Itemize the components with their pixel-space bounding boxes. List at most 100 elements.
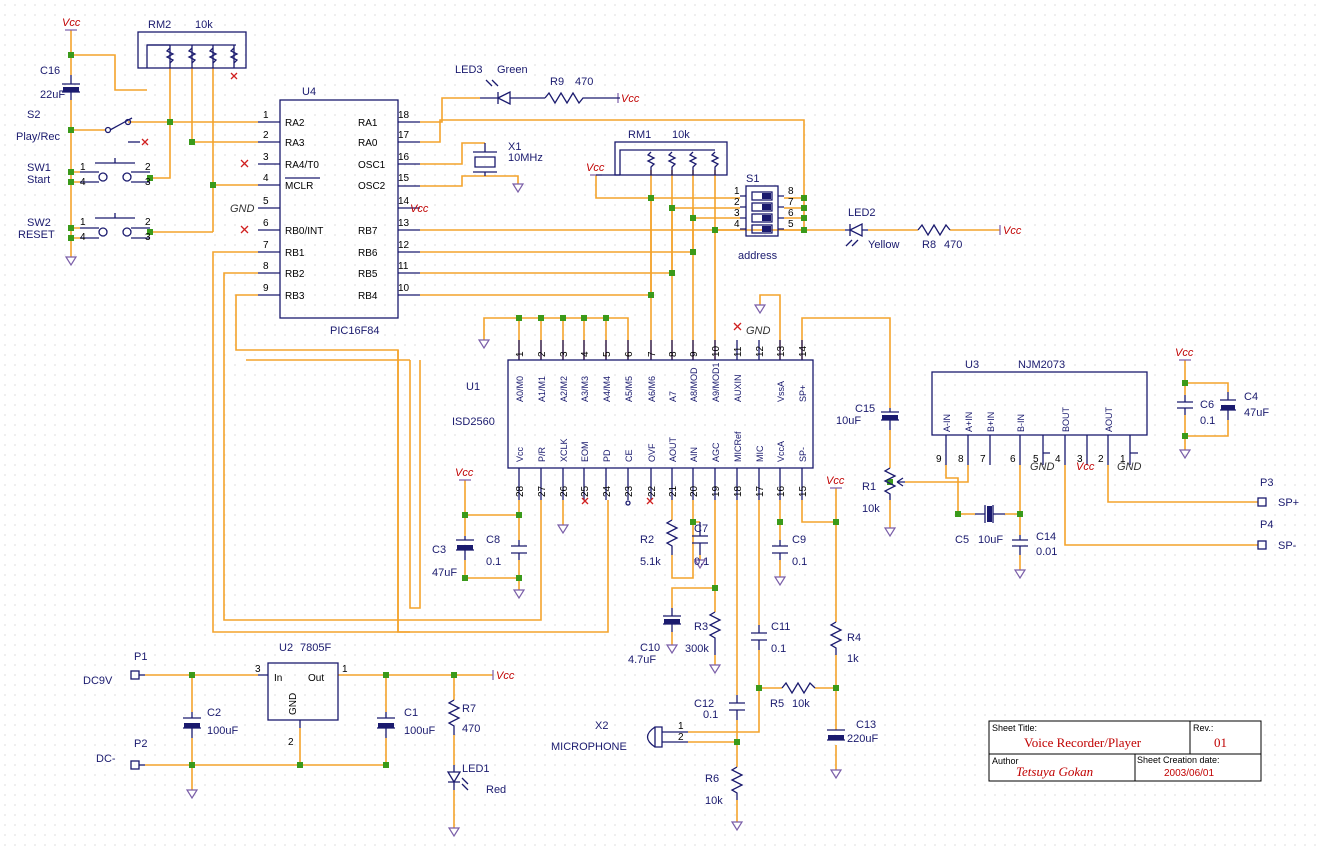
u1-pin-name: P/R bbox=[537, 446, 547, 462]
u3-pin-number: 4 bbox=[1055, 454, 1061, 465]
u4-pin-number: 10 bbox=[398, 283, 410, 294]
title-block: Sheet Title: Voice Recorder/Player Rev.:… bbox=[988, 720, 1262, 782]
sheet-title: Voice Recorder/Player bbox=[1024, 735, 1142, 750]
u4-pin-name: RB3 bbox=[285, 291, 305, 302]
c16-value: 22uF bbox=[40, 89, 65, 101]
p2-connector: P2 DC- bbox=[96, 738, 147, 770]
x2-value: MICROPHONE bbox=[551, 741, 627, 753]
u4-pin-name: RB6 bbox=[358, 248, 378, 259]
u4-pin-number: 12 bbox=[398, 240, 410, 251]
vcc-label: Vcc bbox=[826, 475, 845, 487]
u3-pin-number: 5 bbox=[1033, 454, 1039, 465]
u3-pin-number: 2 bbox=[1098, 454, 1104, 465]
r3-resistor: R3 300k bbox=[685, 611, 722, 655]
r2-value: 5.1k bbox=[640, 556, 661, 568]
u2-regulator: 3 1 2 In Out GND U2 7805F bbox=[255, 642, 348, 748]
u3-ref: U3 bbox=[965, 359, 979, 371]
c12-value: 0.1 bbox=[703, 709, 718, 721]
rm1-value: 10k bbox=[672, 129, 690, 141]
u4-pin-name: RB1 bbox=[285, 248, 305, 259]
u3-pin-number: 3 bbox=[1077, 454, 1083, 465]
svg-text:1: 1 bbox=[342, 664, 348, 675]
led3-ref: LED3 bbox=[455, 64, 483, 76]
c3-capacitor: C3 47uF bbox=[432, 536, 474, 579]
u1-pin-name: A8/MOD bbox=[689, 367, 699, 402]
svg-text:6: 6 bbox=[788, 208, 794, 219]
svg-text:2: 2 bbox=[288, 737, 294, 748]
u1-value: ISD2560 bbox=[452, 416, 495, 428]
u1-pin-number: 28 bbox=[515, 485, 526, 497]
u1-pin-name: OVF bbox=[647, 443, 657, 462]
c9-value: 0.1 bbox=[792, 556, 807, 568]
vcc-label: Vcc bbox=[62, 17, 81, 29]
u4-pin-name: MCLR bbox=[285, 181, 313, 192]
u4-pin-name: RB2 bbox=[285, 269, 305, 280]
sw2-ref: SW2 bbox=[27, 217, 51, 229]
u4-pin-number: 16 bbox=[398, 152, 410, 163]
led2-yellow: LED2 Yellow bbox=[845, 207, 899, 251]
c3-ref: C3 bbox=[432, 544, 446, 556]
c4-ref: C4 bbox=[1244, 391, 1258, 403]
svg-text:8: 8 bbox=[788, 186, 794, 197]
r3-ref: R3 bbox=[694, 621, 708, 633]
u4-pin-name: OSC2 bbox=[358, 181, 386, 192]
u3-pin-name: BOUT bbox=[1061, 406, 1071, 432]
c5-ref: C5 bbox=[955, 534, 969, 546]
u3-pin-number: 8 bbox=[958, 454, 964, 465]
c11-value: 0.1 bbox=[771, 643, 786, 655]
svg-text:1: 1 bbox=[80, 162, 86, 173]
c15-value: 10uF bbox=[836, 415, 861, 427]
svg-text:4: 4 bbox=[80, 177, 86, 188]
u3-pin-name: B-IN bbox=[1016, 414, 1026, 432]
u1-pin-name: A0/M0 bbox=[515, 376, 525, 402]
r9-resistor: R9 470 bbox=[544, 76, 620, 105]
c7-value: 0.1 bbox=[694, 556, 709, 568]
c8-value: 0.1 bbox=[486, 556, 501, 568]
svg-text:2: 2 bbox=[145, 217, 151, 228]
u4-pic16f84: GND Vcc U4 PIC16F84 1RA22RA33RA4/T04MCLR… bbox=[230, 86, 429, 337]
u1-pin-name: A6/M6 bbox=[647, 376, 657, 402]
c9-ref: C9 bbox=[792, 534, 806, 546]
r8-value: 470 bbox=[944, 239, 962, 251]
rev-value: 01 bbox=[1214, 735, 1227, 750]
r7-ref: R7 bbox=[462, 703, 476, 715]
u3-pin-number: 7 bbox=[980, 454, 986, 465]
r4-ref: R4 bbox=[847, 632, 861, 644]
u3-pin-number: 1 bbox=[1120, 454, 1126, 465]
rm2-resistor-network: RM2 10k bbox=[137, 19, 247, 80]
p4-value: SP- bbox=[1278, 540, 1297, 552]
u1-pin-number: 19 bbox=[711, 485, 722, 497]
u1-pin-number: 13 bbox=[776, 345, 787, 357]
u1-pin-name: A3/M3 bbox=[580, 376, 590, 402]
sheet-title-label: Sheet Title: bbox=[992, 723, 1037, 733]
vcc-label: Vcc bbox=[410, 203, 429, 215]
u1-pin-number: 24 bbox=[602, 485, 613, 497]
x2-microphone: 12 X2 MICROPHONE bbox=[551, 720, 688, 753]
u1-pin-number: 26 bbox=[559, 485, 570, 497]
u1-pin-number: 8 bbox=[668, 351, 679, 357]
x1-value: 10MHz bbox=[508, 152, 543, 164]
u1-pin-name: AUXIN bbox=[733, 374, 743, 402]
led1-red: LED1 Red bbox=[446, 763, 506, 796]
u4-pin-number: 11 bbox=[398, 261, 409, 272]
svg-text:1: 1 bbox=[678, 721, 684, 732]
r9-value: 470 bbox=[575, 76, 593, 88]
u1-pin-number: 20 bbox=[689, 485, 700, 497]
u2-ref: U2 bbox=[279, 642, 293, 654]
junctions bbox=[68, 52, 1188, 768]
u4-ref: U4 bbox=[302, 86, 316, 98]
u1-pin-number: 12 bbox=[755, 345, 766, 357]
u1-pin-name: Vcc bbox=[515, 446, 525, 462]
u1-pin-number: 18 bbox=[733, 485, 744, 497]
svg-text:5: 5 bbox=[788, 219, 794, 230]
u3-pin-name: A-IN bbox=[942, 414, 952, 432]
u4-pin-name: OSC1 bbox=[358, 160, 386, 171]
p3-ref: P3 bbox=[1260, 477, 1273, 489]
c3-value: 47uF bbox=[432, 567, 457, 579]
led3-green: LED3 Green bbox=[455, 64, 545, 106]
r2-resistor: R2 5.1k bbox=[640, 519, 679, 568]
u1-pin-number: 7 bbox=[647, 351, 658, 357]
u1-pin-name: VccA bbox=[776, 441, 786, 462]
u1-pin-name: CE bbox=[624, 449, 634, 462]
u1-pin-name: A4/M4 bbox=[602, 376, 612, 402]
